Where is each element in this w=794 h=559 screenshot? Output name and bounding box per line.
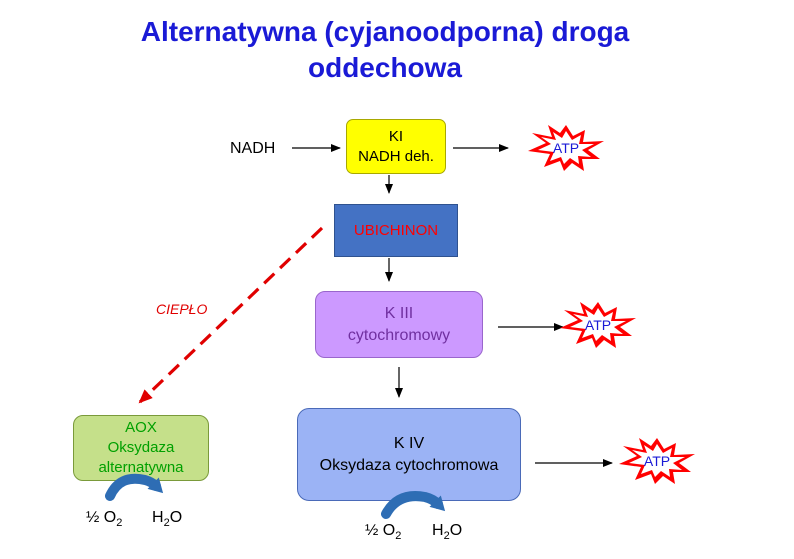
atp-label-3: ATP: [644, 453, 670, 469]
aox-name: AOX: [125, 419, 157, 436]
complex-k3-box: K III cytochromowy: [315, 291, 483, 358]
atp-label-2: ATP: [585, 317, 611, 333]
atp-burst-3: [619, 438, 695, 484]
cieplo-label: CIEPŁO: [156, 301, 208, 317]
title-line-1: Alternatywna (cyjanoodporna) droga: [140, 16, 630, 47]
atp-burst-2: [560, 302, 636, 348]
ubichinon-box: UBICHINON: [334, 204, 458, 257]
diagram-title: Alternatywna (cyjanoodporna) droga oddec…: [0, 14, 770, 86]
aox-description-2: alternatywna: [98, 459, 184, 476]
atp-label-1: ATP: [553, 140, 579, 156]
k4-name: K IV: [393, 434, 425, 452]
k4-curved-arrow: [381, 491, 446, 519]
nadh-label: NADH: [230, 140, 276, 157]
aox-description-1: Oksydaza: [107, 439, 175, 456]
k1-name: KI: [388, 127, 404, 145]
k3-name: K III: [384, 304, 414, 322]
aox-oxygen-label: ½ O2: [86, 509, 123, 530]
title-line-2: oddechowa: [307, 52, 462, 83]
complex-k1-box: KI NADH deh.: [346, 119, 446, 174]
k3-description: cytochromowy: [347, 326, 451, 344]
ubichinon-label: UBICHINON: [353, 222, 439, 239]
dashed-arrow-ubichinon-to-aox: [138, 226, 324, 404]
k1-description: NADH deh.: [358, 147, 434, 165]
aox-box: AOX Oksydaza alternatywna: [73, 415, 209, 481]
k4-description: Oksydaza cytochromowa: [319, 456, 499, 474]
aox-curved-arrow: [105, 473, 164, 501]
complex-k4-box: K IV Oksydaza cytochromowa: [297, 408, 521, 501]
atp-burst-1: [528, 125, 604, 171]
k4-oxygen-label: ½ O2: [365, 522, 402, 543]
k4-water-label: H2O: [432, 522, 463, 543]
aox-water-label: H2O: [152, 509, 183, 530]
